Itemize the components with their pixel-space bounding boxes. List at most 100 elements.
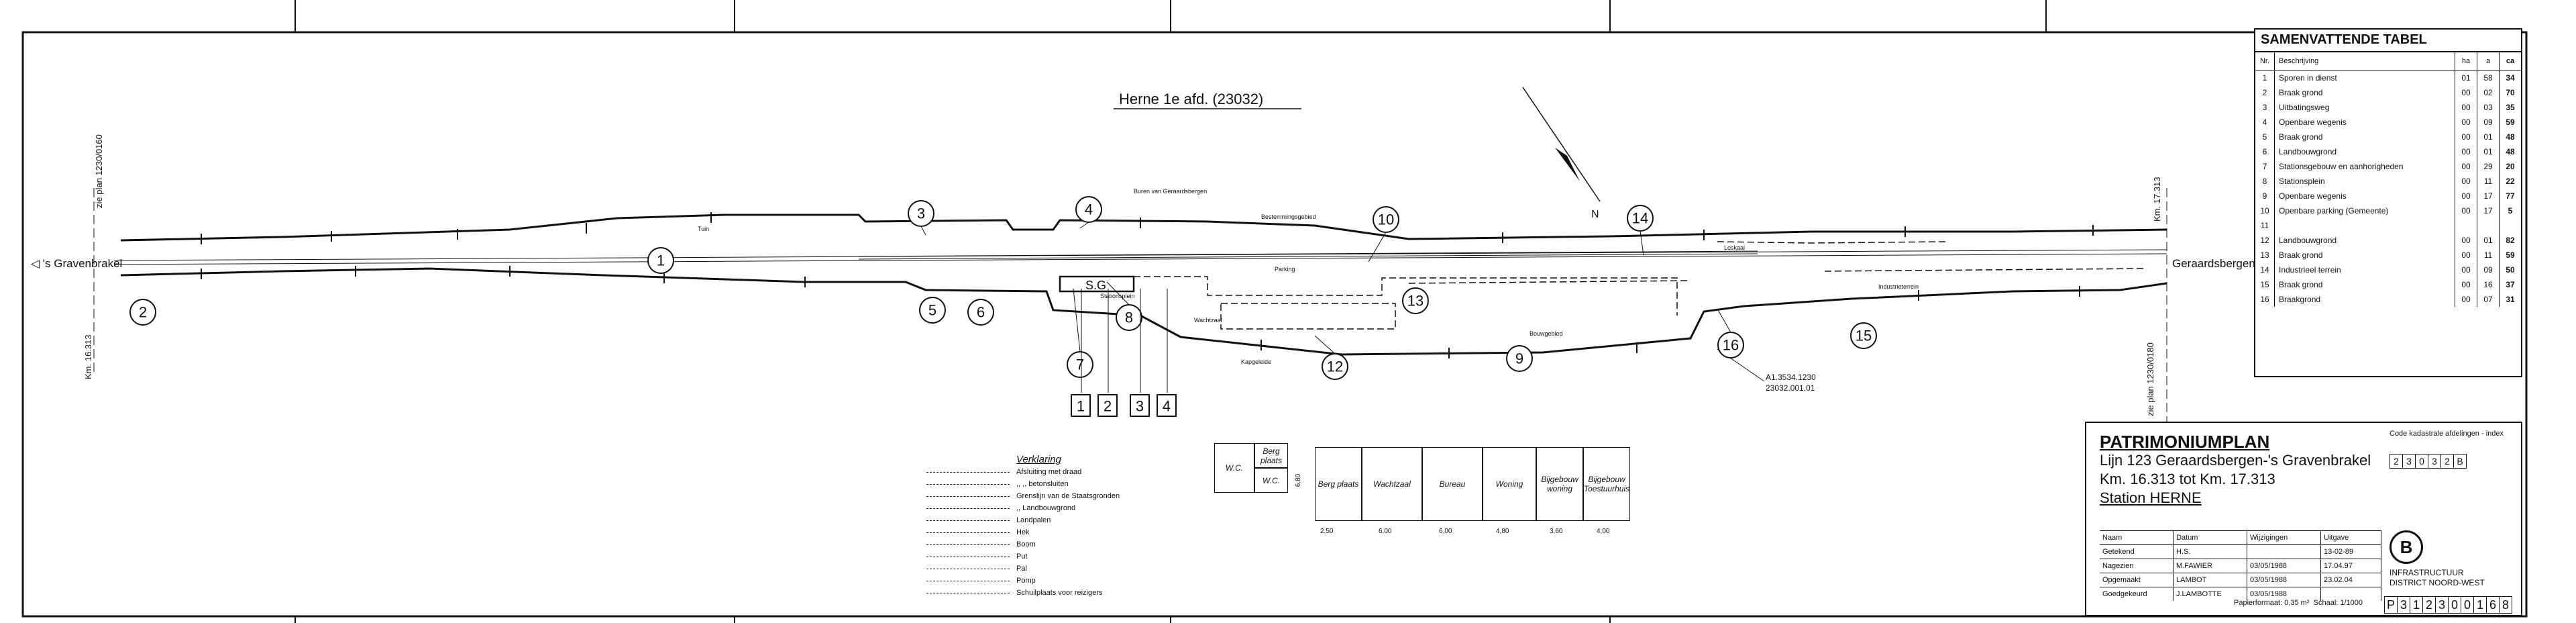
marker-8: 8 [1125, 309, 1133, 326]
marker-13: 13 [1407, 293, 1424, 309]
label-wachtzaal: Wachtzaal [1194, 317, 1222, 324]
code-digit: B [2453, 454, 2467, 469]
label-loskaai: Loskaai [1724, 244, 1745, 251]
station-building [1059, 275, 1135, 293]
parcel-lines [1073, 241, 2147, 330]
schedule-width: 6,00 [1439, 528, 1452, 535]
schedule-wc: W.C. [1214, 443, 1254, 493]
sheet-border [21, 31, 2528, 618]
legend-item: Boom [922, 538, 1120, 550]
left-direction-label: ◁ 's Gravenbrakel [31, 257, 122, 270]
marker-7: 7 [1076, 356, 1084, 373]
label-buren: Buren van Geraardsbergen [1134, 188, 1207, 195]
line-name: Lijn 123 Geraardsbergen-'s Gravenbrakel [2100, 452, 2371, 469]
code-digit: 2 [2390, 454, 2403, 469]
legend-item: ,, Landbouwgrond [922, 502, 1120, 514]
schedule-width: 6,00 [1379, 528, 1392, 535]
schedule-wc-2: W.C. [1254, 468, 1288, 493]
marker-9: 9 [1515, 350, 1523, 367]
railway-tracks [113, 249, 2167, 265]
schedule-building: Bijgebouw Toestuurhuis [1583, 447, 1630, 521]
squared-markers [1071, 394, 1177, 417]
boundary-markers [201, 212, 2094, 358]
code-label: Code kadastrale afdelingen - index [2390, 430, 2504, 438]
schedule-height: 6,80 [1295, 473, 1303, 487]
legend-item: Landpalen [922, 514, 1120, 526]
north-arrow-icon: N [1522, 87, 1601, 220]
legend-item: Pomp [922, 575, 1120, 587]
summary-title: SAMENVATTENDE TABEL [2255, 30, 2521, 52]
schedule-building: Berg plaats [1315, 447, 1362, 521]
marker-5: 5 [928, 302, 936, 319]
plan-number-digit: 0 [2448, 596, 2461, 614]
marker-12: 12 [1327, 358, 1343, 375]
summary-header-row: Nr. Beschrijving ha a ca [2255, 52, 2521, 70]
legend-item: Hek [922, 526, 1120, 538]
summary-table: SAMENVATTENDE TABEL Nr. Beschrijving ha … [2254, 28, 2522, 377]
marker-4: 4 [1085, 201, 1093, 218]
legend-item: Schuilplaats voor reizigers [922, 587, 1120, 599]
code-digit: 2 [2440, 454, 2454, 469]
leader-lines [920, 222, 1731, 393]
plan-title: PATRIMONIUMPLAN [2100, 432, 2270, 452]
legend: Verklaring Afsluiting met draad ,, ,, be… [922, 454, 1120, 599]
b-logo-icon: B [2390, 530, 2423, 564]
summary-row: 11 [2255, 218, 2521, 233]
plan-number-digit: 1 [2410, 596, 2423, 614]
plan-number-digit: 0 [2461, 596, 2474, 614]
left-km-label: Km. 16.313 [83, 335, 93, 380]
plan-heading: Herne 1e afd. (23032) [1119, 91, 1263, 107]
square-marker-2: 2 [1104, 398, 1112, 415]
left-plan-ref: zie plan 1230/0160 [94, 134, 104, 208]
label-parking: Parking [1275, 266, 1295, 273]
legend-item: ,, ,, betonsluiten [922, 478, 1120, 490]
legend-item: Afsluiting met draad [922, 466, 1120, 478]
legend-item: Pal [922, 563, 1120, 575]
plan-number-digit: 8 [2499, 596, 2512, 614]
plan-number-digit: 6 [2486, 596, 2500, 614]
code-digit: 3 [2428, 454, 2441, 469]
marker-16: 16 [1723, 337, 1739, 354]
marker-15: 15 [1856, 328, 1872, 344]
plan-number-digit: P [2384, 596, 2398, 614]
marker-2: 2 [139, 304, 147, 321]
schedule-building: Bureau [1422, 447, 1483, 521]
label-bestemming: Bestemmingsgebied [1261, 213, 1316, 220]
org-line-2: DISTRICT NOORD-WEST [2390, 578, 2485, 587]
plan-number-digit: 2 [2422, 596, 2436, 614]
plan-number-digit: 3 [2435, 596, 2449, 614]
plan-number-digit: 3 [2397, 596, 2410, 614]
schedule-building: Wachtzaal [1362, 447, 1422, 521]
schedule-width: 2,50 [1320, 528, 1334, 535]
upper-boundary [120, 213, 2167, 242]
station-name: Station HERNE [2100, 489, 2202, 506]
schedule-width: 3,60 [1550, 528, 1563, 535]
marker-10: 10 [1378, 211, 1394, 228]
organization: B INFRASTRUCTUUR DISTRICT NOORD-WEST [2390, 530, 2517, 588]
org-line-1: INFRASTRUCTUUR [2390, 568, 2464, 577]
label-bouwgebied: Bouwgebied [1529, 330, 1563, 337]
legend-item: Grenslijn van de Staatsgronden [922, 490, 1120, 502]
marker-3: 3 [917, 205, 925, 222]
plan-number-digit: 1 [2473, 596, 2487, 614]
